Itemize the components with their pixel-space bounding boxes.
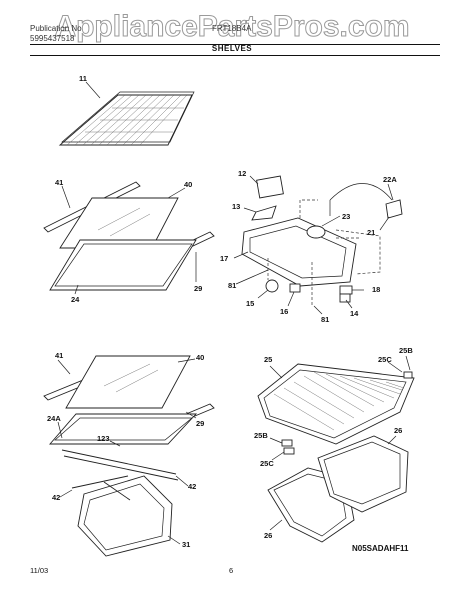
watermark-logo: AppliancePartsPros.com	[54, 10, 410, 44]
callout-13: 13	[232, 202, 240, 211]
callout-42-right: 42	[188, 482, 196, 491]
callout-25c-upper: 25C	[378, 355, 392, 364]
callout-14: 14	[350, 309, 359, 318]
callout-29-lower: 29	[196, 419, 204, 428]
callout-29-upper: 29	[194, 284, 202, 293]
callout-25c-middle: 25C	[260, 459, 274, 468]
callout-42-left: 42	[52, 493, 60, 502]
illustration-code: N05SADAHF11	[352, 544, 409, 553]
callout-81-left: 81	[228, 281, 236, 290]
callout-40-lower: 40	[196, 353, 204, 362]
callout-41-upper: 41	[55, 178, 63, 187]
callout-18: 18	[372, 285, 380, 294]
glass-shelf-upper-part	[43, 181, 215, 295]
callout-26-left: 26	[264, 531, 272, 540]
control-housing-part	[233, 175, 403, 315]
glass-shelf-lower-part	[43, 355, 215, 557]
watermark-text: AppliancePartsPros.com	[54, 10, 409, 43]
callout-21: 21	[367, 228, 375, 237]
header-rule-top	[30, 44, 440, 45]
callout-16: 16	[280, 307, 288, 316]
crisper-assembly-part	[257, 355, 415, 543]
callout-24: 24	[71, 295, 80, 304]
callout-23: 23	[342, 212, 350, 221]
callout-25b-middle: 25B	[254, 431, 268, 440]
callout-81-right: 81	[321, 315, 329, 324]
model-number: FRT18B4A	[212, 24, 252, 33]
header-rule-bottom	[30, 55, 440, 56]
footer-date: 11/03	[30, 566, 49, 575]
callout-41-lower: 41	[55, 351, 63, 360]
callout-11: 11	[79, 74, 87, 83]
callout-22a: 22A	[383, 175, 397, 184]
publication-line-1: Publication No	[30, 24, 82, 33]
publication-line-2: 5995437518	[30, 34, 75, 43]
callout-40-upper: 40	[184, 180, 192, 189]
callout-25b-upper: 25B	[399, 346, 413, 355]
callout-25: 25	[264, 355, 272, 364]
publication-number: Publication No 5995437518	[30, 24, 82, 44]
callout-24a: 24A	[47, 414, 61, 423]
callout-15: 15	[246, 299, 254, 308]
callout-123: 123	[97, 434, 110, 443]
callout-26-right: 26	[394, 426, 402, 435]
callout-12: 12	[238, 169, 246, 178]
footer-page-number: 6	[229, 566, 234, 575]
callout-17: 17	[220, 254, 228, 263]
callout-31: 31	[182, 540, 190, 549]
section-title: SHELVES	[211, 44, 253, 53]
wire-shelf-part	[58, 81, 195, 146]
